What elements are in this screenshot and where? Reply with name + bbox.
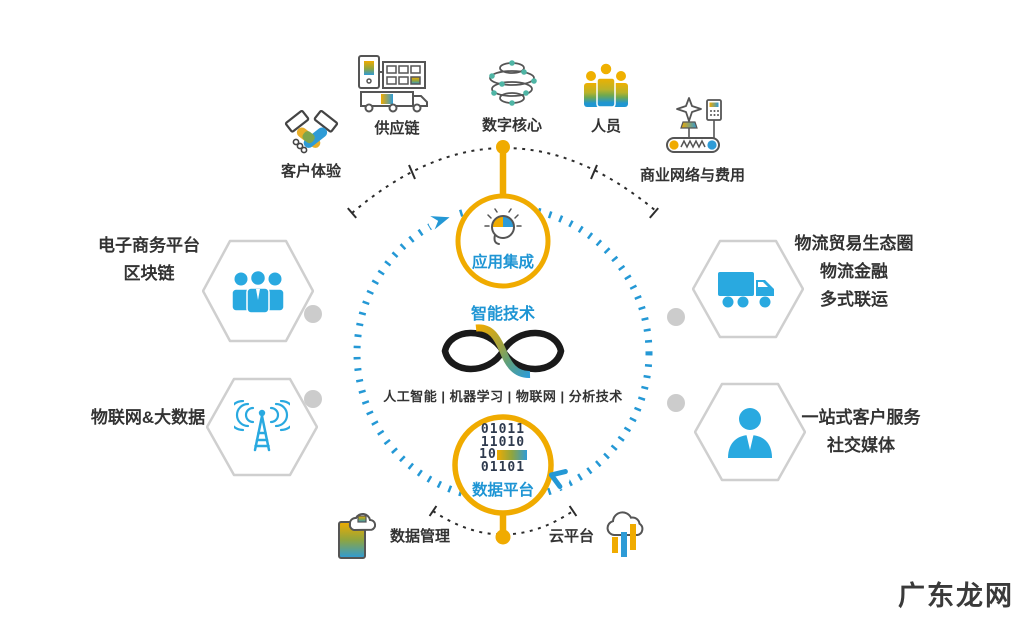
people-icon <box>584 62 628 108</box>
iot-label-block: 物联网&大数据 <box>50 404 246 432</box>
people-group-top: 人员 <box>572 60 640 136</box>
supply-chain-label: 供应链 <box>374 120 420 137</box>
business-network-label: 商业网络与费用 <box>639 167 745 184</box>
business-network-group: 商业网络与费用 <box>630 96 755 185</box>
binary-line: 10 <box>479 447 527 462</box>
bottom-dashed-arc <box>428 505 578 536</box>
top-gold-dot <box>496 140 510 154</box>
supply-chain-icon <box>358 55 428 113</box>
core-title: 智能技术 <box>470 306 535 323</box>
cloud-platform-icon <box>606 511 644 557</box>
ecommerce-label-block: 电子商务平台 区块链 <box>54 232 244 288</box>
digital-core-group: 数字核心 <box>470 56 554 135</box>
truck-icon <box>718 272 774 308</box>
hexagon-shape <box>694 382 806 482</box>
people-label: 人员 <box>590 118 621 135</box>
top-dashed-arc <box>347 147 659 219</box>
connector-dots <box>304 305 685 412</box>
customer-experience-group: 客户体验 <box>276 110 346 181</box>
digital-core-icon <box>489 60 537 106</box>
binary-code: 01011 11010 10 01101 <box>479 422 527 475</box>
application-integration-content: 应用集成 <box>458 200 548 280</box>
cloud-platform-label: 云平台 <box>549 527 595 545</box>
label-line: 物流金融 <box>820 262 888 281</box>
business-network-icon <box>665 97 722 153</box>
customer-experience-label: 客户体验 <box>280 163 341 180</box>
supply-chain-group: 供应链 <box>352 52 442 138</box>
data-management-icon <box>338 512 377 559</box>
label-line: 区块链 <box>123 264 175 283</box>
hexagon-logistics <box>692 239 804 339</box>
hexagon-iot <box>206 377 318 477</box>
flow-arrow-icon <box>430 216 450 230</box>
data-management-label: 数据管理 <box>390 527 451 545</box>
logistics-label-block: 物流贸易生态圈 物流金融 多式联运 <box>774 230 934 314</box>
data-platform-label: 数据平台 <box>471 482 534 499</box>
people-group-icon <box>231 269 285 314</box>
hexagon-ecommerce <box>202 238 314 344</box>
core-subtitle: 人工智能 | 机器学习 | 物联网 | 分析技术 <box>383 389 623 404</box>
customer-label-block: 一站式客户服务 社交媒体 <box>781 404 941 460</box>
label-line: 多式联运 <box>820 290 888 309</box>
antenna-icon <box>234 400 290 452</box>
data-management-group: 数据管理 <box>336 508 450 562</box>
customer-service-icon <box>728 408 772 458</box>
binary-line: 01011 <box>480 422 526 437</box>
binary-line: 11010 <box>480 434 526 450</box>
label-line: 物联网&大数据 <box>90 408 206 427</box>
gradient-chip <box>496 449 527 460</box>
infinity-symbol <box>436 320 570 382</box>
bottom-gold-dot <box>495 529 511 545</box>
application-integration-label: 应用集成 <box>471 254 534 271</box>
label-line: 电子商务平台 <box>98 236 200 255</box>
cloud-platform-group: 云平台 <box>549 508 648 562</box>
binary-line: 01101 <box>480 459 526 475</box>
label-line: 社交媒体 <box>827 436 895 455</box>
data-platform-content: 01011 11010 10 01101 数据平台 <box>448 422 558 500</box>
label-line: 物流贸易生态圈 <box>794 234 914 253</box>
label-line: 一站式客户服务 <box>801 408 921 427</box>
hexagon-customer <box>694 382 806 482</box>
idea-head-icon <box>484 208 522 245</box>
flow-chevron-icon <box>548 469 568 490</box>
binary-line-text: 10 <box>479 447 497 462</box>
digital-core-label: 数字核心 <box>481 117 542 134</box>
dotted-ring <box>353 203 653 503</box>
watermark: 广东龙网 <box>898 581 1014 611</box>
handshake-icon <box>284 110 339 154</box>
infinity-icon <box>441 324 565 378</box>
